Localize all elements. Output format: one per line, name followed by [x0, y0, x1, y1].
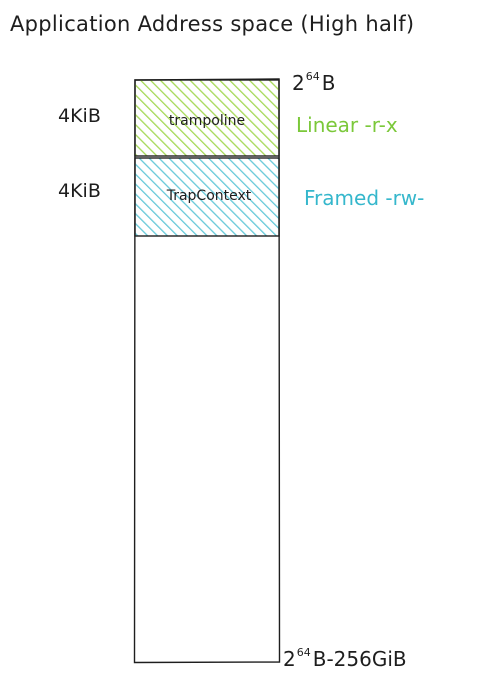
trapcontext-permission-label: Framed -rw-	[304, 186, 425, 210]
trampoline-permission-label: Linear -r-x	[296, 113, 398, 137]
top-address-exponent: 64	[305, 70, 320, 83]
trapcontext-label: TrapContext	[166, 188, 252, 204]
bottom-address-unit: B-256GiB	[312, 647, 407, 671]
diagram-title: Application Address space (High half)	[10, 12, 415, 36]
top-address-base: 2	[292, 71, 305, 95]
top-address-unit: B	[321, 71, 336, 95]
trampoline-size-label: 4KiB	[58, 105, 101, 127]
trapcontext-region	[134, 157, 280, 237]
trampoline-region	[134, 79, 280, 157]
bottom-address-base: 2	[283, 647, 296, 671]
bottom-address-exponent: 64	[296, 646, 311, 659]
trampoline-label: trampoline	[169, 113, 245, 129]
trapcontext-size-label: 4KiB	[58, 180, 101, 202]
